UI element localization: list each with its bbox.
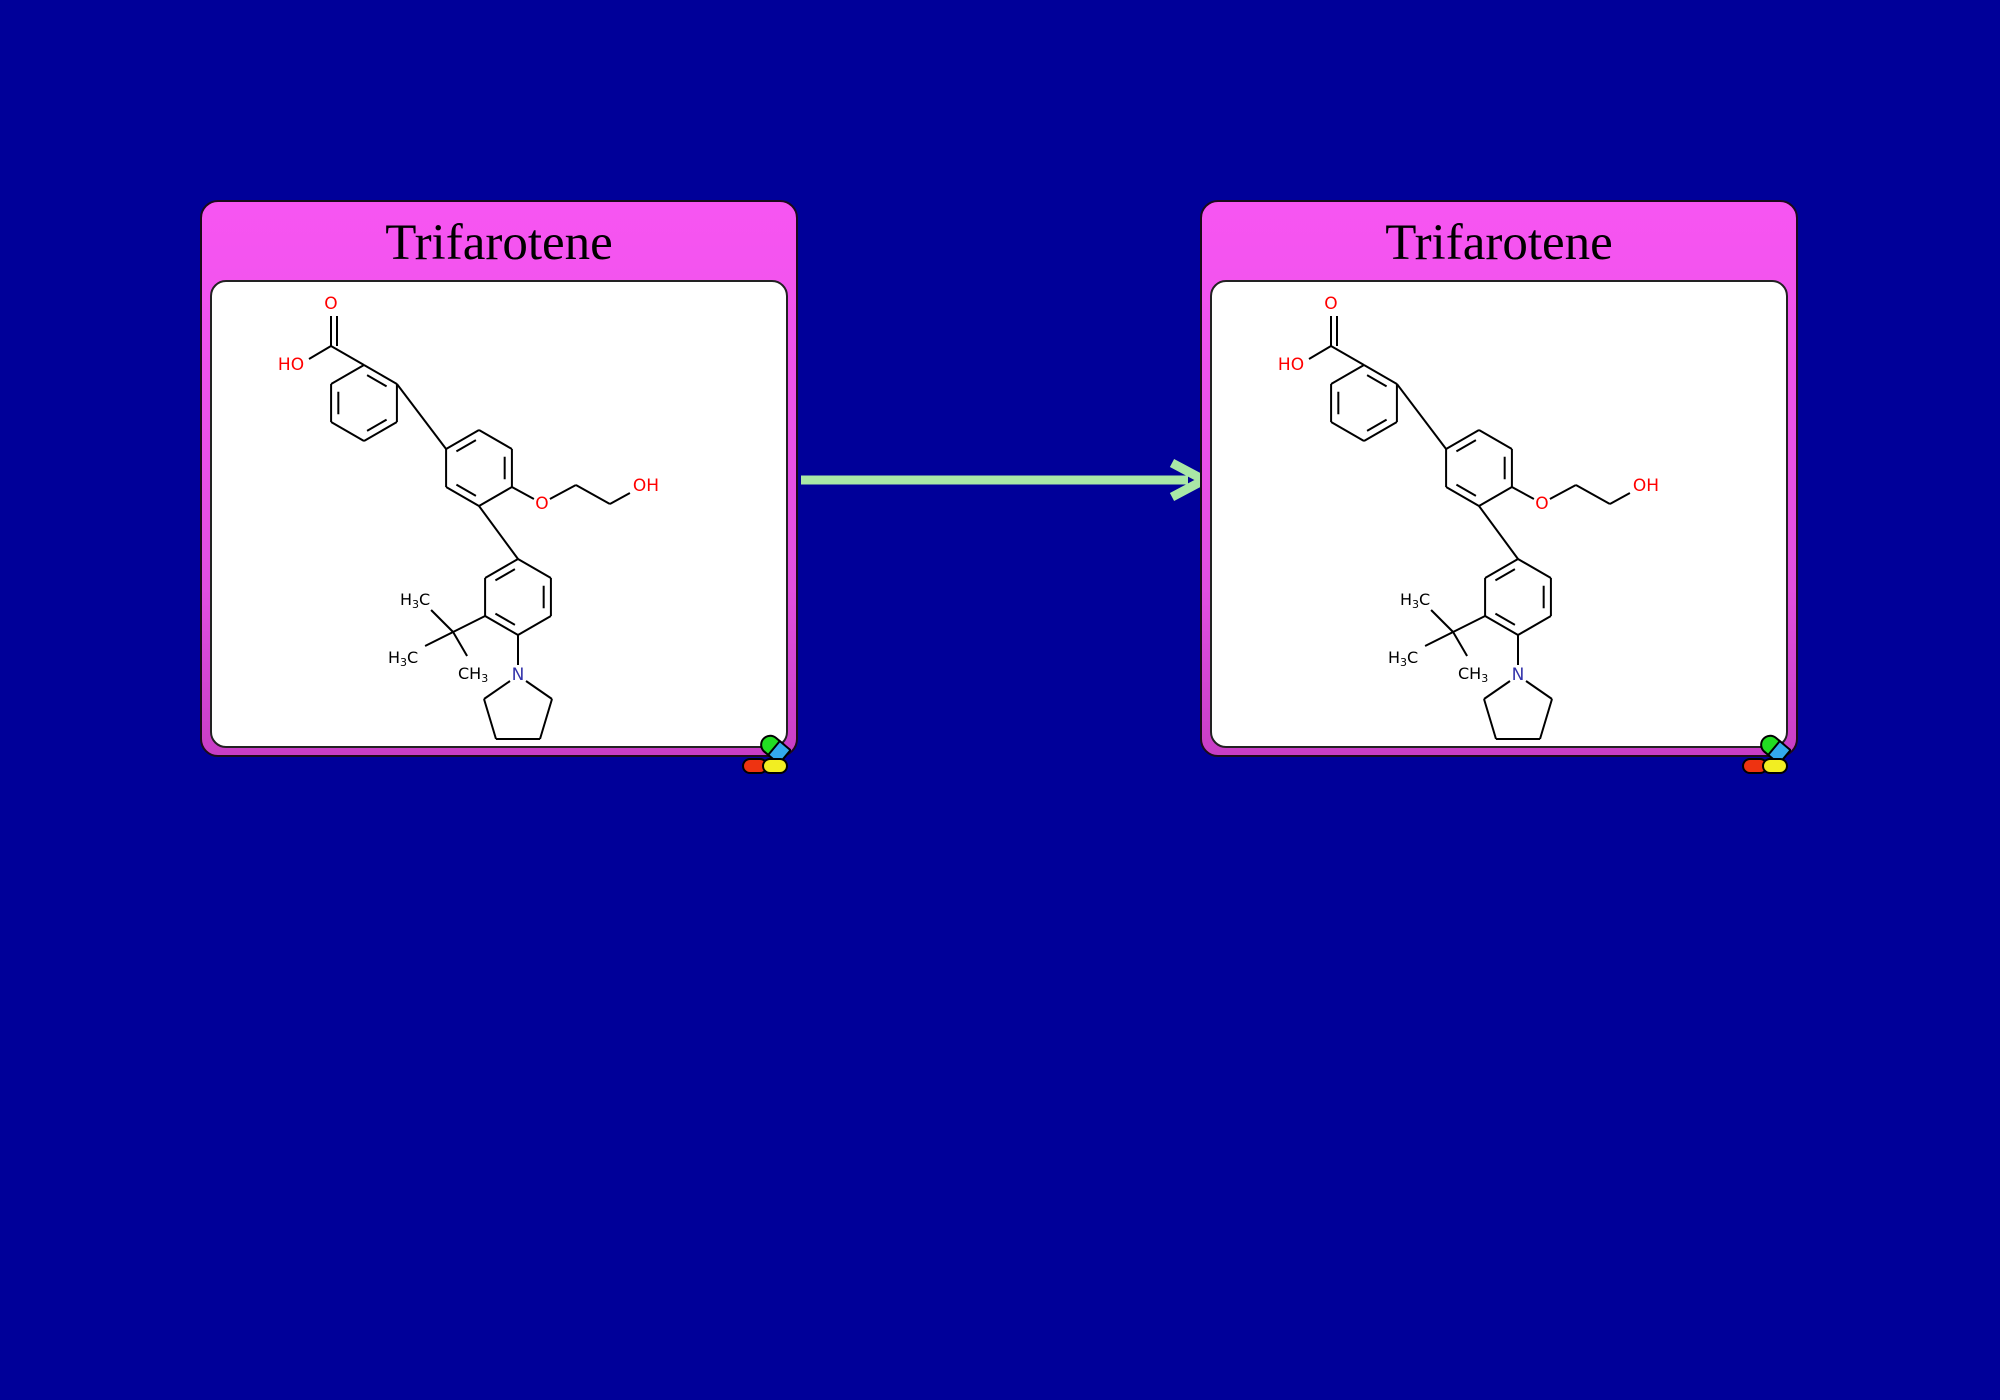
bond: [308, 345, 332, 360]
bond: [1494, 612, 1516, 626]
bond: [1330, 345, 1365, 366]
bond: [1363, 421, 1398, 442]
bond: [330, 364, 365, 385]
bond: [511, 486, 535, 500]
bond: [494, 568, 516, 582]
bond: [1452, 631, 1468, 657]
bond: [1525, 680, 1553, 700]
bond: [1478, 505, 1519, 560]
bond: [517, 558, 552, 579]
molecule-structure: O HO O OH H3C H3C CH3 N: [278, 294, 659, 740]
nitrogen-label: N: [512, 665, 525, 685]
bond: [1484, 558, 1519, 579]
bond: [1363, 364, 1398, 385]
ether-oxygen-label: O: [535, 494, 548, 514]
bond: [363, 364, 398, 385]
bond: [1478, 429, 1513, 450]
bond: [1424, 631, 1454, 647]
bond: [1517, 615, 1552, 636]
oxygen-label: O: [1324, 294, 1337, 314]
structure-panel: O HO O OH H3C H3C CH3 N: [1210, 280, 1788, 748]
bond: [1330, 364, 1365, 385]
bond: [609, 492, 631, 505]
methyl-label: H3C: [1388, 648, 1418, 670]
drug-capsule-icon: [1742, 734, 1791, 774]
node-title: Trifarotene: [1385, 215, 1613, 271]
bond: [1517, 558, 1552, 579]
bond: [330, 421, 365, 442]
bond: [366, 418, 388, 432]
bond: [483, 680, 511, 700]
bond: [1330, 421, 1365, 442]
compound-node-right[interactable]: Trifarotene O HO O OH H3C H3C CH3 N: [1200, 200, 1798, 757]
hydroxyl-label: HO: [1278, 355, 1304, 375]
node-title: Trifarotene: [385, 215, 613, 271]
bond: [1396, 383, 1447, 450]
bond: [549, 484, 577, 500]
bond: [1539, 698, 1553, 740]
bond: [452, 631, 468, 657]
bond: [424, 631, 454, 647]
bond: [478, 505, 519, 560]
methyl-label: CH3: [1458, 664, 1488, 686]
methyl-label: H3C: [1400, 590, 1430, 612]
methyl-label: H3C: [400, 590, 430, 612]
bond: [330, 345, 365, 366]
bond: [1483, 698, 1497, 740]
bond: [396, 383, 447, 450]
bond: [483, 698, 497, 740]
bond: [517, 615, 552, 636]
bond: [1366, 418, 1388, 432]
bond: [1494, 568, 1516, 582]
bond: [539, 698, 553, 740]
bond: [1455, 439, 1477, 453]
bond: [1445, 429, 1480, 450]
bond: [1575, 484, 1611, 505]
ether-oxygen-label: O: [1535, 494, 1548, 514]
bond: [484, 558, 519, 579]
bond: [1483, 680, 1511, 700]
bond: [366, 374, 388, 388]
bond: [363, 421, 398, 442]
molecule-structure: O HO O OH H3C H3C CH3 N: [1278, 294, 1659, 740]
bond: [452, 615, 486, 633]
methyl-label: H3C: [388, 648, 418, 670]
hydroxyl-label: OH: [1633, 476, 1659, 496]
bond: [445, 486, 480, 507]
bond: [1609, 492, 1631, 505]
compound-node-left[interactable]: Trifarotene O HO O OH H3C H3C CH3 N: [200, 200, 798, 757]
nitrogen-label: N: [1512, 665, 1525, 685]
bond: [1549, 484, 1577, 500]
bond: [525, 680, 553, 700]
bond: [1308, 345, 1332, 360]
bond: [478, 429, 513, 450]
bond: [455, 439, 477, 453]
bond: [1484, 615, 1519, 636]
bond: [1430, 609, 1454, 633]
hydroxyl-label: OH: [633, 476, 659, 496]
bond: [445, 429, 480, 450]
methyl-label: CH3: [458, 664, 488, 686]
bond: [494, 612, 516, 626]
bond: [1478, 486, 1513, 507]
structure-panel: O HO O OH H3C H3C CH3 N: [210, 280, 788, 748]
bond: [478, 486, 513, 507]
hydroxyl-label: HO: [278, 355, 304, 375]
bond: [430, 609, 454, 633]
bond: [1452, 615, 1486, 633]
bond: [484, 615, 519, 636]
bond: [1366, 374, 1388, 388]
bond: [575, 484, 611, 505]
drug-capsule-icon: [742, 734, 791, 774]
bond: [1445, 486, 1480, 507]
bond: [1455, 483, 1477, 497]
oxygen-label: O: [324, 294, 337, 314]
bond: [455, 483, 477, 497]
bond: [1511, 486, 1535, 500]
